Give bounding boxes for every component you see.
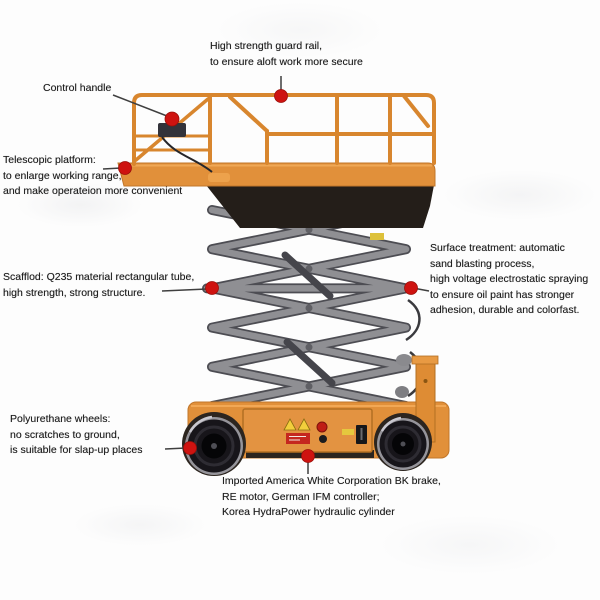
warning-triangle-stickers: [283, 418, 311, 431]
control-box: [158, 123, 213, 173]
callout-telescopic-line: Telescopic platform:: [3, 154, 96, 166]
leader-line-scaffold: [161, 288, 208, 292]
power-button: [319, 435, 327, 443]
callout-dot-surface: [404, 281, 418, 295]
callout-dot-drive: [301, 449, 315, 463]
leader-line-control-handle: [112, 94, 168, 117]
callout-wheels-line: Polyurethane wheels:: [10, 413, 111, 425]
callout-drive-line: Imported America White Corporation BK br…: [222, 475, 441, 487]
leader-line-telescopic: [102, 167, 122, 170]
emergency-stop-button: [316, 421, 328, 433]
rear-wheel: [374, 413, 432, 471]
callout-dot-scaffold: [205, 281, 219, 295]
callout-dot-wheels: [183, 441, 197, 455]
callout-control-handle-line: Control handle: [43, 82, 112, 94]
callout-telescopic-line: and make operateion more convenient: [3, 185, 183, 197]
callout-dot-control-handle: [164, 111, 180, 127]
callout-surface-line: sand blasting process,: [430, 257, 535, 270]
hydraulic-cylinders: [281, 251, 336, 387]
callout-dots: [118, 89, 418, 463]
callout-guard-rail-line: to ensure aloft work more secure: [210, 55, 363, 68]
key-switch-slot: [356, 425, 367, 444]
callout-wheels-line: is suitable for slap-up places: [10, 444, 143, 456]
control-cable: [161, 136, 213, 173]
callout-dot-telescopic: [118, 161, 132, 175]
red-warning-sticker: [286, 433, 310, 444]
callout-surface-line: Surface treatment: automatic: [430, 242, 565, 254]
scissor-mechanism: [202, 205, 423, 411]
callout-surface-line: high voltage electrostatic spraying: [430, 273, 589, 285]
scissor-center-pivots: [305, 226, 313, 390]
platform-deck: [117, 162, 436, 187]
callout-control-handle: Control handle: [43, 81, 111, 97]
callout-surface-treatment: Surface treatment: automatic sand blasti…: [430, 241, 588, 319]
deck-handle: [208, 173, 230, 182]
callout-telescopic-platform: Telescopic platform: to enlarge working …: [3, 153, 182, 200]
callout-drive-line: RE motor, German IFM controller;: [222, 490, 380, 503]
callout-telescopic-line: to enlarge working range,: [3, 169, 122, 182]
callout-surface-line: to ensure oil paint has stronger: [430, 288, 575, 301]
callout-scaffold-line: high strength, strong structure.: [3, 286, 146, 299]
callout-guard-rail-line: High strength guard rail,: [210, 40, 323, 52]
platform-underside: [206, 185, 434, 228]
scissor-warning-sticker: [370, 233, 384, 240]
callout-dot-guard-rail: [274, 89, 288, 103]
chassis-rear-machinery: [395, 354, 412, 398]
callout-wheels: Polyurethane wheels: no scratches to gro…: [10, 412, 143, 459]
leader-line-wheels: [164, 447, 187, 450]
front-wheel: [182, 412, 246, 476]
callout-guard-rail: High strength guard rail, to ensure alof…: [210, 39, 363, 70]
small-label-sticker: [342, 429, 354, 435]
callout-scaffold: Scafflod: Q235 material rectangular tube…: [3, 270, 194, 301]
callout-scaffold-line: Scafflod: Q235 material rectangular tube…: [3, 271, 195, 283]
callout-drive-line: Korea HydraPower hydraulic cylinder: [222, 506, 395, 518]
callout-surface-line: adhesion, durable and colorfast.: [430, 304, 580, 316]
callout-drive-components: Imported America White Corporation BK br…: [222, 474, 441, 521]
callout-wheels-line: no scratches to ground,: [10, 428, 120, 441]
